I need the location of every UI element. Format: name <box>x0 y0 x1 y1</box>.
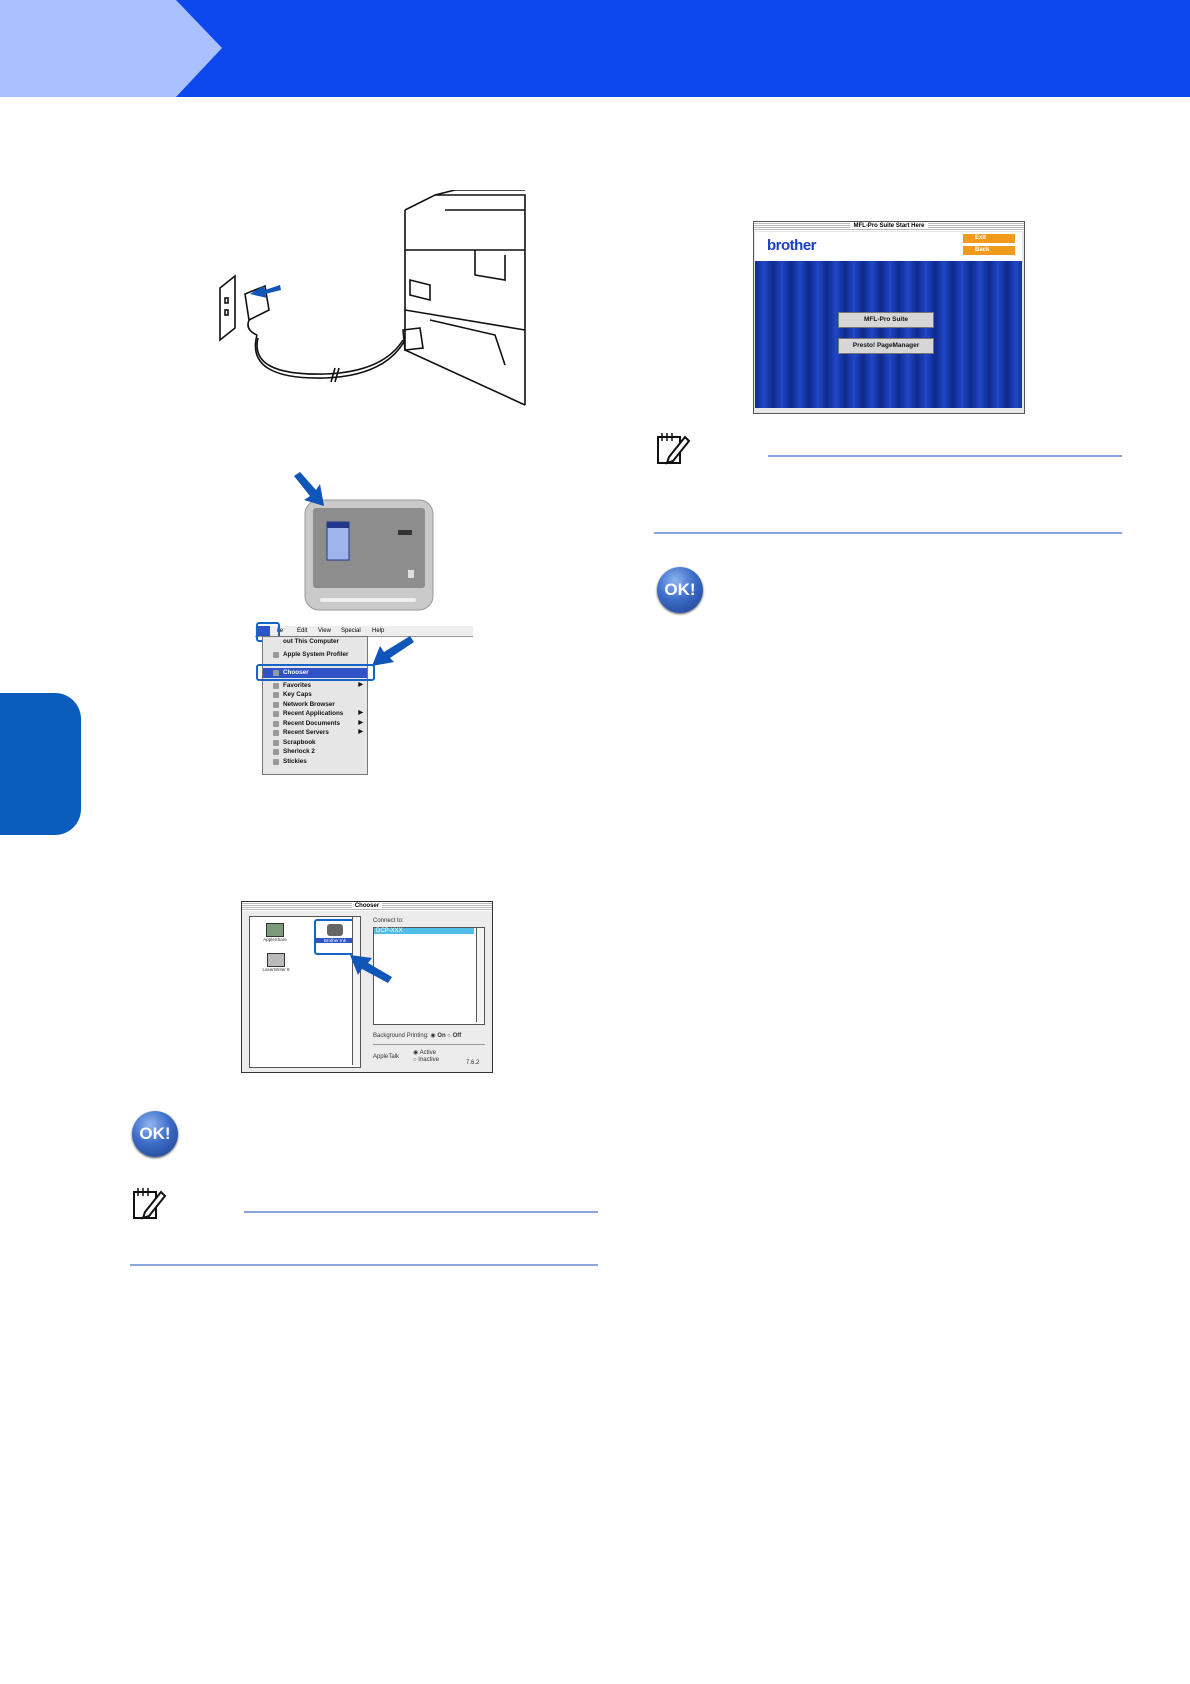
app-icon <box>273 651 279 658</box>
submenu-arrow-icon: ▶ <box>358 681 363 688</box>
arrow-icon <box>372 636 414 666</box>
appleshare-item[interactable]: AppleShare <box>260 923 290 942</box>
background-printing-row: Background Printing: ◉ On ○ Off <box>373 1033 462 1039</box>
radio-on[interactable]: ◉ On <box>430 1033 446 1039</box>
app-icon <box>273 692 279 698</box>
mac-monitor-illustration <box>304 499 434 611</box>
appletalk-label: AppleTalk <box>373 1054 400 1060</box>
appleshare-icon <box>266 923 284 937</box>
note-bottom-rule <box>654 532 1122 534</box>
menu-item-recent-servers[interactable]: Recent Servers▶ <box>263 728 367 738</box>
folder-icon <box>273 720 279 727</box>
submenu-arrow-icon: ▶ <box>358 729 363 735</box>
device-list-item[interactable]: DCP-XXX <box>374 928 474 934</box>
step-chevron <box>0 0 222 97</box>
apple-menu-dropdown: out This Computer Apple System Profiler … <box>262 636 368 775</box>
menu-item-chooser[interactable]: Chooser <box>263 668 367 678</box>
chooser-icon <box>273 670 279 676</box>
brother-content: MFL-Pro Suite Presto! PageManager <box>755 261 1022 408</box>
radio-active[interactable]: ◉ Active <box>413 1050 436 1056</box>
radio-off[interactable]: ○ Off <box>447 1033 462 1039</box>
menu-item-favorites[interactable]: Favorites▶ <box>263 681 367 691</box>
folder-icon <box>273 682 279 689</box>
app-icon <box>273 701 279 708</box>
menu-item-about[interactable]: out This Computer <box>283 638 339 645</box>
back-button[interactable]: Back <box>963 246 1015 255</box>
exit-button[interactable]: Exit <box>963 234 1015 243</box>
chooser-titlebar: Chooser <box>242 902 492 911</box>
power-cord-illustration <box>219 190 526 406</box>
brother-ink-item[interactable]: Brother Ink <box>314 919 356 955</box>
device-list[interactable]: DCP-XXX <box>373 927 485 1025</box>
menu-help[interactable]: Help <box>372 628 385 634</box>
submenu-arrow-icon: ▶ <box>358 710 363 716</box>
folder-icon <box>273 711 279 717</box>
menu-item-system-profiler[interactable]: Apple System Profiler <box>263 650 367 660</box>
laserwriter-item[interactable]: LaserWriter 8 <box>258 953 294 972</box>
menu-file[interactable]: ile <box>277 628 284 634</box>
menu-item-sherlock[interactable]: Sherlock 2 <box>263 747 367 757</box>
brother-start-window: MFL-Pro Suite Start Here brother Exit Ba… <box>753 221 1025 414</box>
mfl-pro-suite-button[interactable]: MFL-Pro Suite <box>838 312 934 328</box>
chooser-icon-pane: AppleShare Brother Ink LaserWriter 8 <box>249 916 361 1068</box>
ok-badge: OK! <box>132 1111 178 1157</box>
menu-special[interactable]: Special <box>341 628 361 634</box>
note-top-rule <box>768 455 1122 457</box>
printer-icon <box>327 924 343 936</box>
menu-item-recent-applications[interactable]: Recent Applications▶ <box>263 709 367 719</box>
menu-item-scrapbook[interactable]: Scrapbook <box>263 738 367 748</box>
side-tab <box>0 693 81 835</box>
folder-icon <box>273 730 279 736</box>
icon-pane-scrollbar[interactable] <box>352 917 360 1065</box>
apple-icon[interactable] <box>256 626 270 636</box>
app-icon <box>273 739 279 746</box>
chooser-highlight-box <box>256 664 375 681</box>
menu-item-key-caps[interactable]: Key Caps <box>263 690 367 700</box>
chooser-window: Chooser AppleShare Brother Ink LaserWrit… <box>241 901 493 1073</box>
apple-menu-screenshot: ile Edit View Special Help out This Comp… <box>255 622 475 776</box>
brother-header: brother Exit Back <box>755 232 1022 261</box>
arrow-icon <box>294 472 324 506</box>
menu-item-network-browser[interactable]: Network Browser <box>263 700 367 710</box>
submenu-arrow-icon: ▶ <box>358 719 363 726</box>
app-icon <box>273 749 279 755</box>
connect-to-label: Connect to: <box>373 918 404 924</box>
laserwriter-icon <box>267 953 285 967</box>
note-pencil-icon <box>657 433 691 465</box>
menu-item-recent-documents[interactable]: Recent Documents▶ <box>263 719 367 729</box>
menu-edit[interactable]: Edit <box>297 628 308 634</box>
note-pencil-icon <box>133 1188 167 1220</box>
presto-pagemanager-button[interactable]: Presto! PageManager <box>838 338 934 354</box>
arrow-icon <box>350 955 392 983</box>
device-list-scrollbar[interactable] <box>476 928 484 1022</box>
note-bottom-rule <box>130 1264 598 1266</box>
app-icon <box>273 758 279 765</box>
menu-item-stickies[interactable]: Stickies <box>263 757 367 767</box>
menu-view[interactable]: View <box>318 628 331 634</box>
ok-badge: OK! <box>657 567 703 613</box>
brother-logo: brother <box>767 237 817 254</box>
brother-titlebar: MFL-Pro Suite Start Here <box>754 222 1024 231</box>
radio-inactive[interactable]: ○ Inactive <box>413 1057 439 1063</box>
note-top-rule <box>244 1211 598 1213</box>
version-label: 7.6.2 <box>466 1060 480 1066</box>
